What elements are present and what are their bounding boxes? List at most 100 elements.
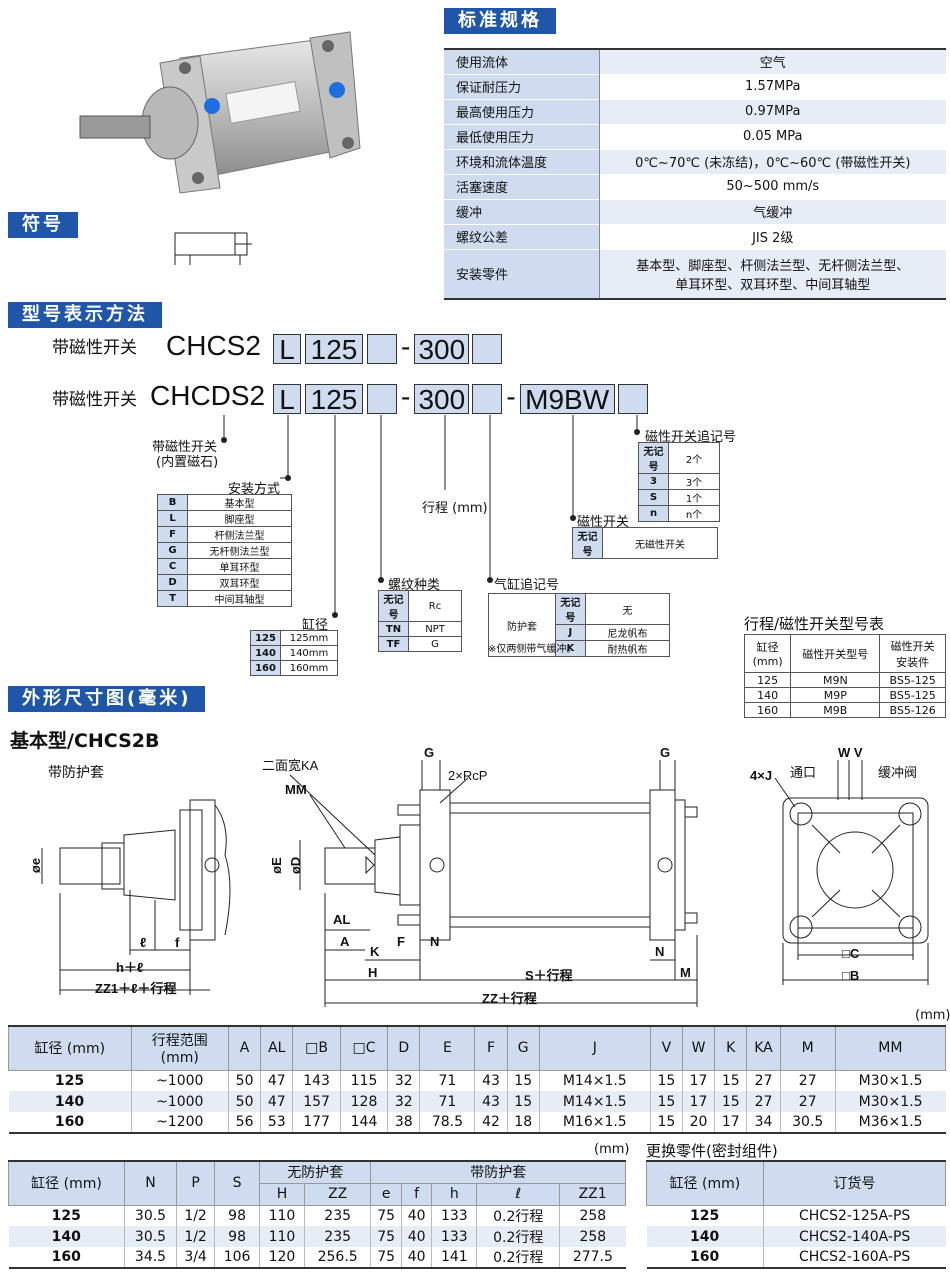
dim-f-small: f bbox=[175, 935, 180, 950]
t3-cell: 140 bbox=[646, 1226, 764, 1247]
spec-value: 0℃~70℃ (未冻结)，0℃~60℃ (带磁性开关) bbox=[599, 148, 946, 174]
t1-cell: 17 bbox=[714, 1112, 747, 1134]
dim-b: □B bbox=[842, 968, 860, 983]
switch-title: 磁性开关 bbox=[577, 515, 630, 530]
t3-cell: 160 bbox=[646, 1247, 764, 1269]
cylinder-photo bbox=[79, 31, 361, 194]
t2-cell: 30.5 bbox=[123, 1226, 177, 1247]
t2-sub: h bbox=[431, 1182, 478, 1206]
t2-head: N bbox=[123, 1160, 178, 1206]
mount-cell: C bbox=[157, 558, 188, 575]
t1-cell: M30×1.5 bbox=[834, 1070, 946, 1091]
thread-cell: Rc bbox=[408, 590, 462, 622]
model-leader-lines bbox=[221, 415, 640, 618]
t1-head: M bbox=[779, 1025, 836, 1071]
t2-cell: 133 bbox=[431, 1226, 477, 1247]
t2-cell: 160 bbox=[8, 1247, 125, 1269]
t1-cell: 27 bbox=[746, 1070, 781, 1091]
switch-model-cell: BS5-125 bbox=[879, 687, 946, 703]
t1-cell: 15 bbox=[649, 1112, 683, 1134]
switch-cell: 无记号 bbox=[572, 527, 603, 559]
cyl-code: 无记号 bbox=[554, 593, 586, 625]
switch-model-cell: BS5-125 bbox=[879, 672, 946, 688]
switch-row: 无记号无磁性开关 bbox=[572, 527, 718, 559]
t1-cell: ~1000 bbox=[130, 1091, 229, 1112]
mount-title: 安装方式 bbox=[228, 482, 281, 497]
switch-count-cell: 3个 bbox=[668, 473, 720, 490]
t3-cell: CHCS2-160A-PS bbox=[762, 1247, 946, 1269]
dim-m: M bbox=[680, 965, 691, 980]
parts-title: 更换零件(密封组件) bbox=[646, 1142, 778, 1160]
switch-model-cell: 125 bbox=[743, 672, 792, 688]
switch-count-cell: S bbox=[638, 489, 669, 506]
t1-cell: 17 bbox=[681, 1091, 715, 1112]
switch-model-title: 行程/磁性开关型号表 bbox=[744, 615, 885, 633]
t2-cell: 1/2 bbox=[176, 1226, 215, 1247]
t1-head: □B bbox=[292, 1025, 341, 1071]
t2-cell: 40 bbox=[400, 1247, 432, 1269]
thread-cell: NPT bbox=[408, 621, 462, 637]
mount-cell: F bbox=[157, 526, 188, 543]
cyl-code: J bbox=[554, 624, 586, 641]
dim-D: øD bbox=[288, 856, 304, 875]
t1-cell: 32 bbox=[387, 1070, 420, 1091]
t1-cell: 140 bbox=[8, 1091, 132, 1112]
t2-sub: e bbox=[370, 1182, 402, 1206]
t2-cell: 0.2行程 bbox=[476, 1205, 560, 1226]
bore-cell: 160 bbox=[250, 660, 281, 676]
dims-header: 外形尺寸图(毫米) bbox=[8, 686, 206, 712]
spec-row: 安装零件基本型、脚座型、杆侧法兰型、无杆侧法兰型、 单耳环型、双耳环型、中间耳轴… bbox=[444, 248, 946, 300]
t3-cell: CHCS2-125A-PS bbox=[762, 1205, 946, 1226]
t1-cell: 125 bbox=[54, 1072, 85, 1089]
t2-cell: 0.2行程 bbox=[476, 1247, 560, 1269]
t2-cell: 40 bbox=[400, 1226, 432, 1247]
cyl-title: 气缸追记号 bbox=[494, 578, 560, 593]
t2-cell: 75 bbox=[370, 1226, 402, 1247]
t1-cell: 50 bbox=[227, 1091, 261, 1112]
t2-cell: 133 bbox=[431, 1205, 477, 1226]
bore-cell: 160mm bbox=[280, 660, 338, 676]
t2-cell: 125 bbox=[51, 1207, 81, 1224]
t1-cell: 71 bbox=[419, 1070, 475, 1091]
spec-key: 使用流体 bbox=[444, 48, 600, 74]
spec-value: 50~500 mm/s bbox=[599, 173, 946, 199]
dim-wv: W V bbox=[838, 745, 863, 760]
t1-cell: 27 bbox=[746, 1091, 781, 1112]
t2-cell: 106 bbox=[214, 1247, 260, 1269]
t2-cell: 30.5 bbox=[123, 1205, 177, 1226]
symbol-header: 符号 bbox=[8, 212, 78, 238]
dim-g2: G bbox=[660, 745, 671, 760]
t1-cell: 71 bbox=[419, 1091, 475, 1112]
t2-sub: H bbox=[259, 1182, 305, 1206]
cyl-desc: 耐热帆布 bbox=[584, 640, 671, 657]
dim-rcp: 2×RcP bbox=[448, 768, 488, 783]
mount-cell: 单耳环型 bbox=[187, 558, 292, 575]
unit-2: (mm) bbox=[594, 1142, 630, 1157]
t3-head: 订货号 bbox=[762, 1160, 947, 1206]
bore-title: 缸径 bbox=[302, 618, 329, 633]
mag-note1: 带磁性开关 bbox=[152, 440, 218, 455]
t1-head: 缸径 (mm) bbox=[8, 1025, 132, 1071]
t1-head: G bbox=[506, 1025, 540, 1071]
t1-cell: 50 bbox=[227, 1070, 261, 1091]
switch-count-cell: 无记号 bbox=[638, 442, 669, 474]
stroke-title: 行程 (mm) bbox=[422, 501, 488, 516]
t1-cell: M14×1.5 bbox=[538, 1091, 651, 1112]
mount-cell: 中间耳轴型 bbox=[187, 590, 292, 607]
t1-cell: 160 bbox=[8, 1112, 132, 1134]
dim-port: 通口 bbox=[790, 765, 817, 780]
